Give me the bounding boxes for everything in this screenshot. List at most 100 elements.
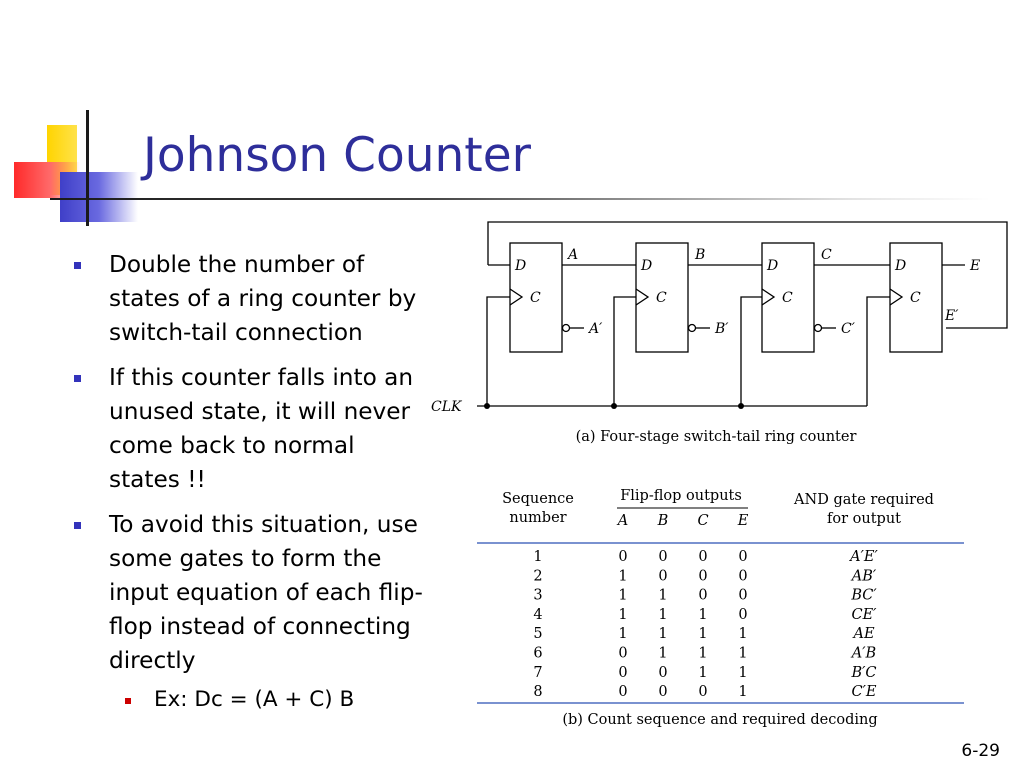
table-cell-gate: A′B [850,646,877,662]
clock-wire-e [866,296,890,406]
bullet-marker [74,375,81,382]
clock-wire-b [613,296,636,406]
table-cell-c: 0 [698,568,707,584]
bullet-text: Double the number of states of a ring co… [109,251,417,346]
table-cell-e: 1 [738,665,747,681]
table-cell-seq: 4 [533,607,542,623]
page-number: 6-29 [961,741,1000,761]
table-cell-e: 0 [738,549,747,565]
table-caption: (b) Count sequence and required decoding [562,712,877,728]
table-cell-gate: CE′ [852,607,878,623]
ff-b-q-label: B [694,247,705,263]
bullet-text: If this counter falls into an unused sta… [109,364,414,493]
table-cell-a: 1 [618,607,627,623]
table-cell-gate: BC′ [850,588,877,604]
bullet-item: Double the number of states of a ring co… [74,248,429,350]
table-cell-a: 1 [618,626,627,642]
ff-c-q-label: C [821,247,832,263]
circuit-diagram [477,221,1008,407]
clock-triangle-c [761,288,776,306]
table-cell-c: 0 [698,684,707,700]
bullet-item: If this counter falls into an unused sta… [74,361,429,497]
ff-b-c-label: C [656,290,667,306]
ff-c-d-label: D [766,258,778,274]
table-cell-b: 0 [658,568,667,584]
ff-a-c-label: C [530,290,541,306]
ff-e-qn-label: E′ [944,308,959,324]
col-header-e: E [737,513,749,529]
table-cell-a: 0 [618,684,627,700]
sub-bullet-text: Ex: Dc = (A + C) B [154,687,355,712]
bullet-item: To avoid this situation, use some gates … [74,508,429,678]
col-header-c: C [697,513,708,529]
table-cell-seq: 5 [533,626,542,642]
table-cell-c: 1 [698,626,707,642]
header-and-gate-line1: AND gate required [793,492,934,508]
table-cell-seq: 6 [533,646,542,662]
table-cell-seq: 1 [533,549,542,565]
table-cell-e: 0 [738,568,747,584]
table-cell-c: 0 [698,549,707,565]
col-header-b: B [657,513,669,529]
table-cell-a: 0 [618,549,627,565]
page-title: Johnson Counter [143,128,531,183]
qn-bubble-b [687,323,697,333]
feedback-wire [487,221,1008,329]
table-header: Sequence number Flip-flop outputs AND ga… [502,488,934,527]
table-cell-seq: 2 [533,568,542,584]
ff-c-c-label: C [782,290,793,306]
table-cell-b: 0 [658,665,667,681]
table-cell-b: 1 [658,588,667,604]
table-cell-c: 0 [698,588,707,604]
table-cell-b: 0 [658,549,667,565]
bullet-marker [74,262,81,269]
table-cell-b: 1 [658,646,667,662]
logo-blue-square [60,172,138,222]
clock-triangle-e [889,288,904,306]
clock-triangle-a [509,288,524,306]
bullet-marker [74,522,81,529]
table-cell-e: 0 [738,588,747,604]
table-cell-c: 1 [698,607,707,623]
ff-e-q-label: E [969,258,980,274]
table-col-headers: A B C E [616,513,749,529]
ff-e-d-label: D [894,258,906,274]
ff-b-d-label: D [640,258,652,274]
table-cell-a: 1 [618,588,627,604]
junction-dot [484,403,490,409]
table-cell-seq: 7 [533,665,542,681]
ff-b-qn-label: B′ [714,321,729,337]
title-underline [50,198,990,200]
qn-bubble-a [561,323,571,333]
table-cell-c: 1 [698,646,707,662]
table-cell-a: 1 [618,568,627,584]
table-cell-gate: AE [851,626,874,642]
table-cell-gate: A′E′ [848,549,878,565]
header-sequence-line2: number [509,510,566,526]
table-cell-b: 0 [658,684,667,700]
table-cell-e: 0 [738,607,747,623]
junction-dot [738,403,744,409]
circuit-caption: (a) Four-stage switch-tail ring counter [576,429,857,445]
table-cell-gate: AB′ [850,568,877,584]
table-cell-seq: 8 [533,684,542,700]
junction-dots [484,403,744,409]
bullet-list: Double the number of states of a ring co… [74,248,429,715]
col-header-a: A [616,513,628,529]
ff-a-q-label: A [566,247,578,263]
table-cell-gate: B′C [850,665,876,681]
ff-c-qn-label: C′ [841,321,856,337]
qn-bubble-c [813,323,823,333]
header-flipflop-outputs: Flip-flop outputs [620,488,742,504]
logo-vertical-line [86,110,89,226]
ff-a-qn-label: A′ [587,321,603,337]
clock-triangle-b [635,288,650,306]
junction-dot [611,403,617,409]
header-sequence-line1: Sequence [502,491,574,507]
bullet-text: To avoid this situation, use some gates … [109,511,423,674]
table-cell-a: 0 [618,646,627,662]
header-and-gate-line2: for output [827,511,901,527]
table-cell-b: 1 [658,607,667,623]
ff-a-d-label: D [514,258,526,274]
